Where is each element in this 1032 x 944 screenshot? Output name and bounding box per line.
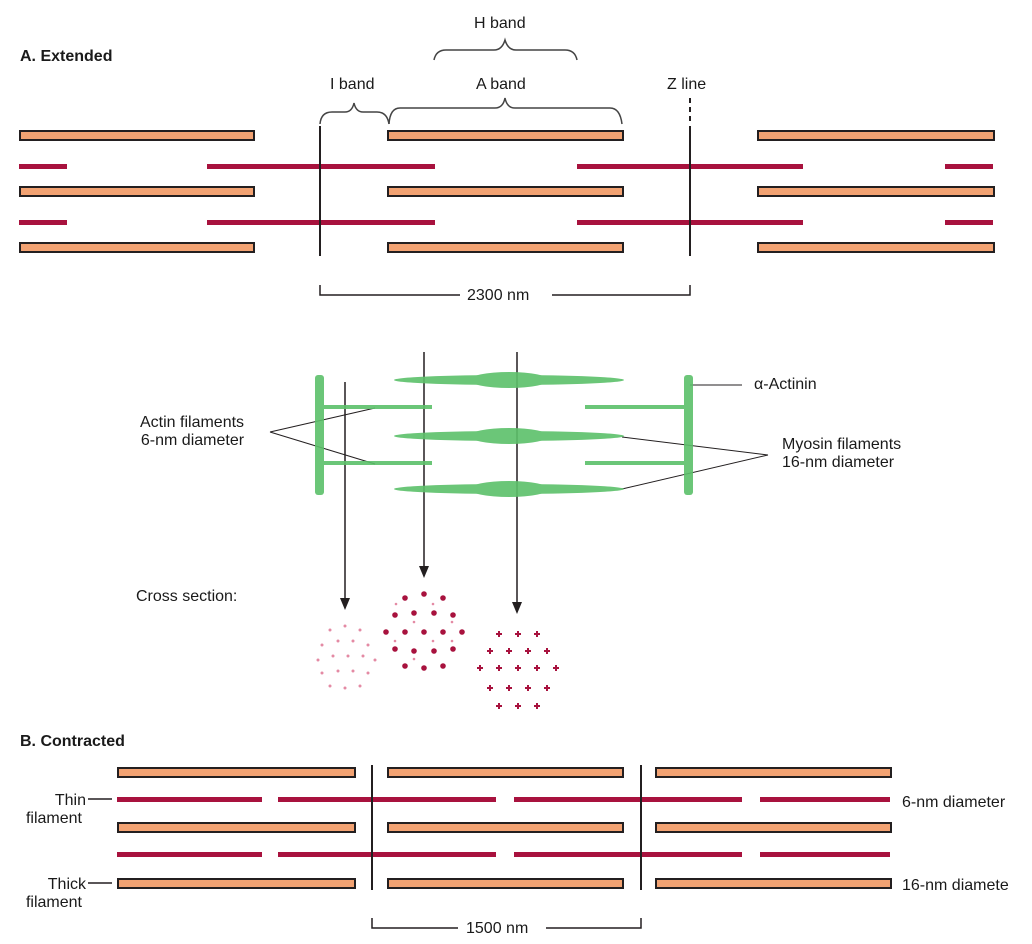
myosin-label-line2: 16-nm diameter — [782, 454, 895, 471]
actin-label-line1: Actin filaments — [140, 414, 245, 431]
arrow-head-1 — [340, 598, 350, 610]
actin-label-line2: 6-nm diameter — [140, 432, 245, 449]
myosin-filaments-label: Myosin filaments 16-nm diameter — [782, 436, 901, 472]
arrow-head-2 — [419, 566, 429, 578]
i-band-brace — [319, 102, 390, 125]
length-1500-label: 1500 nm — [466, 920, 529, 937]
z-line-label: Z line — [667, 76, 707, 93]
cross-section-thick — [477, 631, 559, 709]
length-2300-label: 2300 nm — [467, 287, 530, 304]
cross-section-thin — [316, 624, 377, 690]
actin-filaments-label: Actin filaments 6-nm diameter — [140, 414, 244, 450]
thick-label-line1: Thick — [47, 876, 86, 893]
alpha-actinin-label: α-Actinin — [754, 376, 817, 393]
micrograph — [315, 372, 693, 497]
cross-section-mixed — [383, 591, 465, 671]
thin-label-line1: Thin — [54, 792, 86, 809]
arrow-head-3 — [512, 602, 522, 614]
thick-diameter-label: 16-nm diamete — [902, 877, 1009, 894]
h-band-brace — [433, 37, 578, 61]
thin-filament-label: Thin filament — [12, 792, 86, 828]
i-band-label: I band — [330, 76, 375, 93]
thin-diameter-label: 6-nm diameter — [902, 794, 1006, 811]
thick-label-line2: filament — [25, 894, 82, 911]
thin-label-line2: filament — [25, 810, 82, 827]
length-1500-bracket — [371, 918, 642, 929]
a-band-label: A band — [476, 76, 526, 93]
myosin-label-line1: Myosin filaments — [782, 436, 902, 453]
length-2300-bracket — [319, 285, 691, 296]
panel-a-title: A. Extended — [20, 48, 113, 65]
thick-filament-label: Thick filament — [12, 876, 86, 912]
cross-section-label: Cross section: — [136, 588, 238, 605]
a-band-brace — [388, 97, 623, 125]
h-band-label: H band — [474, 15, 526, 32]
panel-b-title: B. Contracted — [20, 733, 125, 750]
